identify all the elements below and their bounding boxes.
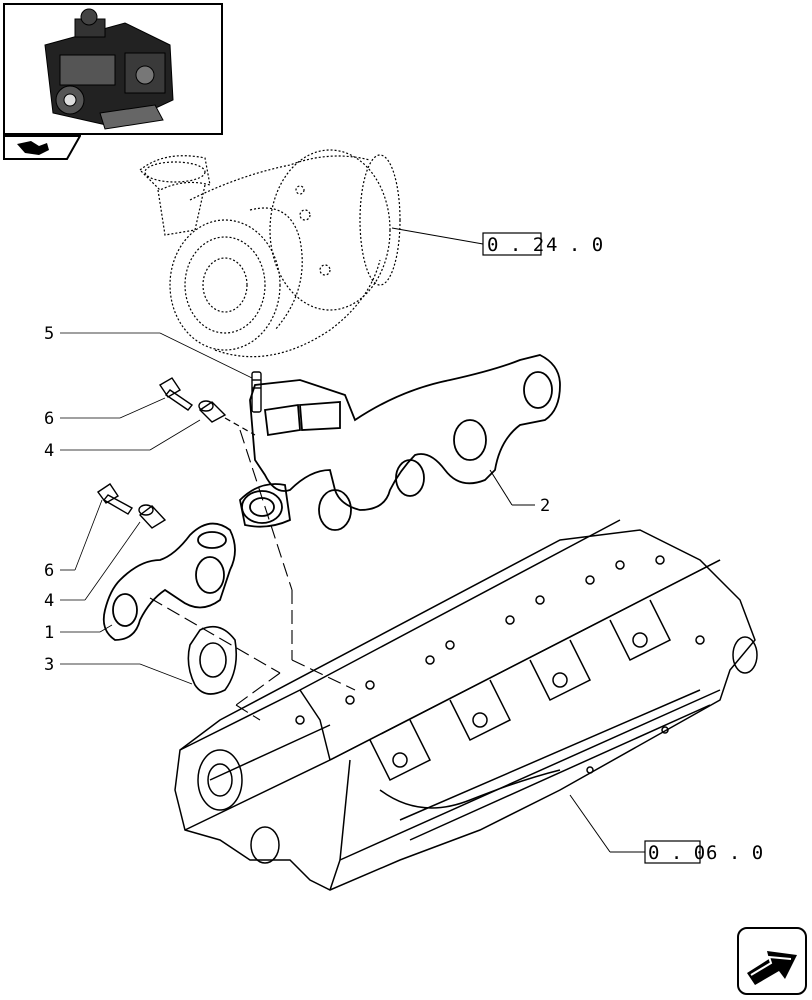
ref-turbocharger[interactable]: 0 . 2 4 . 0 [482,232,603,256]
exhaust-manifold-rear [239,354,561,531]
callout-2: 2 [540,496,550,516]
nav-tab[interactable] [3,135,82,161]
callout-4-lower: 4 [44,591,54,611]
ref-cylinder-head[interactable]: 0 . 0 6 . 0 [644,840,763,864]
ref-cylinder-head-rest: 6 . 0 [706,842,763,864]
book-arrow-icon [3,135,82,160]
callout-6-upper: 6 [44,409,54,429]
cylinder-head [174,519,758,891]
spacer-lower [138,504,167,529]
callout-1: 1 [44,623,54,643]
ref-cylinder-head-boxed: 0 . 0 [648,842,705,864]
spacer-top [198,400,227,423]
leader-line [391,227,484,245]
turbocharger [139,149,401,358]
callout-3: 3 [44,655,54,675]
engine-icon [44,8,174,130]
exhaust-manifold-front [102,522,236,641]
engine-thumbnail[interactable] [3,3,223,135]
ref-turbocharger-boxed: 0 . 2 [487,234,544,256]
callout-4-upper: 4 [44,441,54,461]
next-page-button[interactable] [737,927,807,995]
bolt-top [159,377,194,411]
callout-6-lower: 6 [44,561,54,581]
stud [251,371,262,413]
ref-turbocharger-rest: 4 . 0 [546,234,603,256]
bolt-lower [97,483,134,515]
gasket [187,625,238,695]
callout-5: 5 [44,324,54,344]
arrow-next-icon [747,951,797,985]
